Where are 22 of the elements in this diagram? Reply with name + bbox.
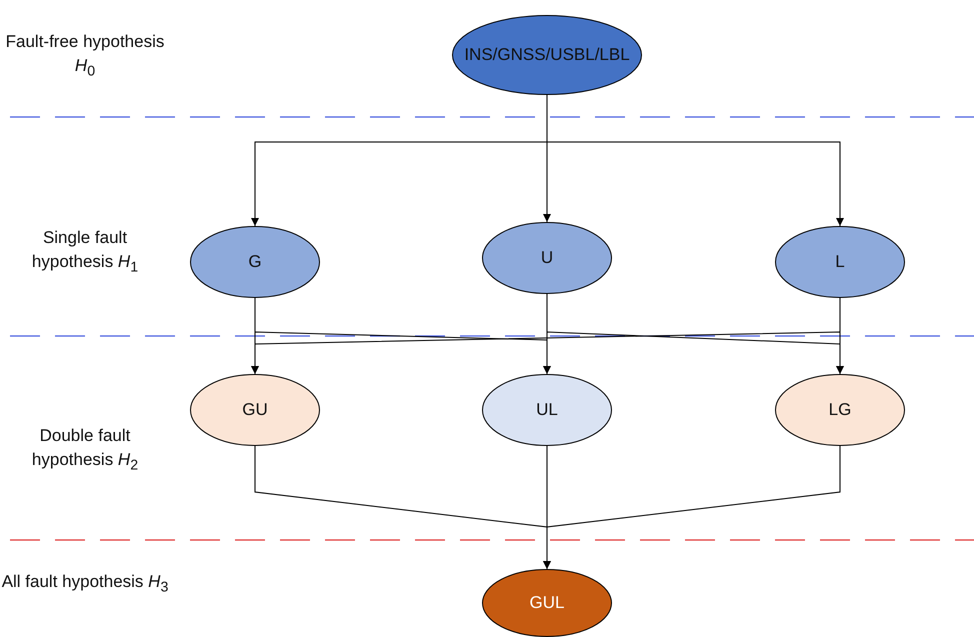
node-label: INS/GNSS/USBL/LBL <box>464 45 630 65</box>
arrow <box>543 446 840 570</box>
node-label: UL <box>536 400 558 420</box>
level-label: All fault hypothesis H$_{3}$ <box>0 571 170 598</box>
node-label: L <box>835 252 845 272</box>
level-label: Double fault hypothesis H$_{2}$ <box>30 425 140 476</box>
ellipse-node <box>452 15 642 95</box>
ellipse-node <box>775 374 905 446</box>
level-label: Fault-free hypothesis H$_{0}$ <box>4 31 166 82</box>
ellipse-node <box>482 569 612 637</box>
ellipse-node <box>190 374 320 446</box>
node-label: G <box>248 252 262 272</box>
node-label: GU <box>242 400 268 420</box>
ellipse-node <box>775 226 905 298</box>
arrow <box>836 298 844 374</box>
ellipse-node <box>190 226 320 298</box>
node-label: U <box>540 248 554 268</box>
ellipse-node <box>482 222 612 294</box>
node-label: LG <box>828 400 852 420</box>
ellipse-node <box>482 374 612 446</box>
level-label: Single fault hypothesis H$_{1}$ <box>30 227 140 278</box>
node-label: GUL <box>530 593 564 613</box>
